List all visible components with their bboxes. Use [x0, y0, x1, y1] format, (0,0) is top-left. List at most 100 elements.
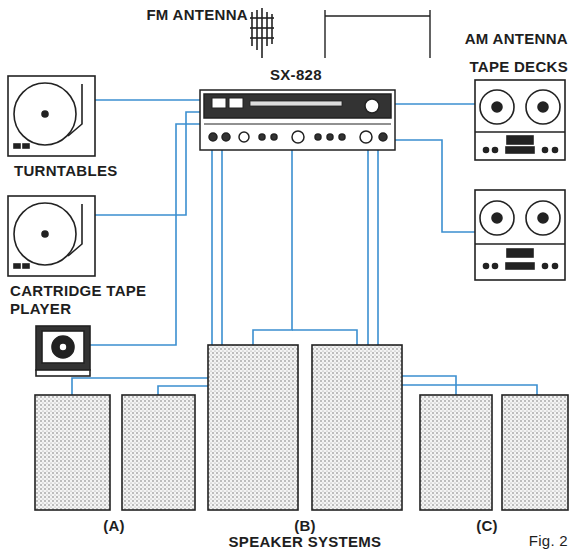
cartridge-player-part [36, 326, 90, 370]
tape-deck-part [543, 264, 548, 269]
tape-deck-part [538, 213, 548, 223]
connection-wires-part [253, 150, 292, 345]
tape-deck-part [493, 264, 498, 269]
fm-antenna-part [251, 12, 253, 46]
turntable-part [68, 84, 82, 136]
turntable-part [42, 111, 48, 117]
turntable-part [14, 203, 76, 265]
am-antenna-part [429, 10, 430, 58]
fm-antenna-part [250, 27, 274, 29]
receiver-part [204, 124, 391, 125]
group-letter: (C) [476, 517, 498, 534]
tape-deck-part [553, 264, 558, 269]
speaker-system-part [208, 345, 298, 510]
fm-antenna [250, 8, 274, 58]
tape-deck-part [507, 249, 533, 257]
receiver-part [379, 133, 387, 141]
tape-deck-part [506, 263, 534, 269]
turntable [8, 196, 95, 276]
tape-deck-part [553, 148, 558, 153]
tape-deck-part [475, 80, 565, 160]
turntable-part [8, 196, 95, 276]
receiver-part [229, 98, 243, 108]
cartridge-player-part [52, 336, 74, 358]
tape-deck-part [526, 201, 560, 235]
speaker-system [35, 345, 568, 510]
receiver-part [365, 99, 379, 113]
fm-antenna-part [250, 17, 274, 19]
am-antenna-part [325, 15, 430, 16]
antenna-label: AM ANTENNA [465, 30, 568, 47]
group-label: SPEAKER SYSTEMS [229, 533, 382, 550]
turntable-part [42, 231, 48, 237]
fm-antenna-part [266, 12, 268, 46]
receiver-part [222, 133, 230, 141]
fm-antenna-part [256, 10, 258, 50]
tape-deck-part [480, 201, 514, 235]
speaker-system-part [502, 395, 568, 510]
speaker-system-part [420, 395, 492, 510]
speaker-system-part [35, 395, 110, 510]
tape-deck-part [506, 147, 534, 153]
fm-antenna-part [261, 8, 263, 58]
receiver-part [360, 131, 372, 143]
tape-deck-part [475, 243, 565, 245]
cartridge-player-part [42, 331, 84, 363]
turntable-part [14, 264, 20, 268]
receiver-part [259, 134, 265, 140]
tape-deck-part [543, 148, 548, 153]
receiver-part [339, 134, 345, 140]
cartridge-player-part [36, 370, 90, 376]
device-label: TAPE DECKS [469, 58, 568, 75]
receiver-part [250, 101, 342, 106]
group-letter: (A) [103, 517, 125, 534]
tape-deck-part [484, 264, 489, 269]
turntable-part [14, 83, 76, 145]
receiver-part [315, 134, 321, 140]
turntable-part [23, 264, 29, 268]
figure-caption: Fig. 2 [529, 532, 568, 549]
tape-deck-part [493, 148, 498, 153]
cartridge-player-part [59, 343, 67, 351]
tape-deck-part [475, 190, 565, 280]
turntable-part [8, 76, 95, 156]
turntable-part [23, 144, 29, 148]
tape-deck-part [475, 131, 565, 133]
am-antenna [325, 10, 430, 58]
tape-deck [475, 190, 565, 280]
connection-wires-part [95, 99, 202, 101]
tape-deck-part [492, 213, 502, 223]
receiver-part [209, 133, 217, 141]
fm-antenna-part [250, 37, 274, 39]
tape-deck-part [484, 148, 489, 153]
turntable-part [14, 144, 20, 148]
connection-wires-part [292, 330, 357, 345]
cartridge-player [36, 326, 90, 376]
antenna-label: FM ANTENNA [146, 6, 248, 23]
tape-deck [475, 80, 565, 160]
tape-deck-part [507, 136, 533, 144]
receiver-part [212, 98, 226, 108]
model-label: SX-828 [270, 66, 322, 83]
receiver-part [292, 131, 304, 143]
receiver-part [271, 134, 277, 140]
speaker-system-part [312, 345, 402, 510]
connection-wires-part [390, 140, 475, 232]
receiver-part [327, 134, 333, 140]
turntable [8, 76, 95, 156]
tape-deck-part [526, 90, 560, 124]
receiver-part [239, 132, 249, 142]
turntable-part [68, 204, 82, 256]
tape-deck-part [492, 102, 502, 112]
tape-deck-part [480, 90, 514, 124]
receiver-part [200, 90, 395, 150]
speaker-system-part [122, 395, 195, 510]
receiver-part [204, 94, 391, 118]
receiver [200, 90, 395, 150]
device-label: CARTRIDGE TAPE PLAYER [10, 282, 160, 318]
device-label: TURNTABLES [14, 162, 118, 179]
group-letter: (B) [294, 517, 316, 534]
tape-deck-part [538, 102, 548, 112]
connection-wires-part [88, 124, 202, 345]
